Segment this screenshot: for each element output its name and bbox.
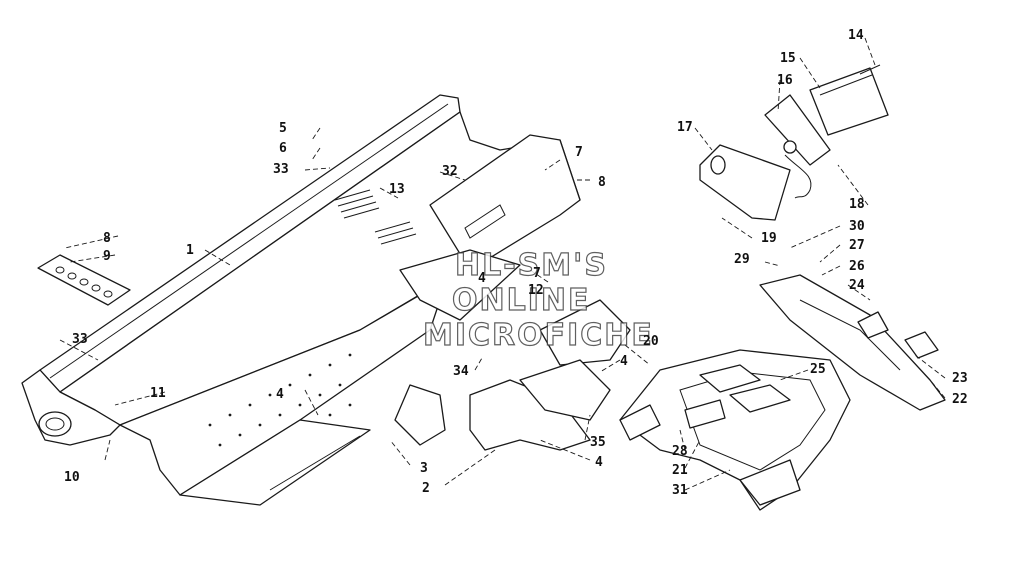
callout-21[interactable]: 21 xyxy=(672,463,688,478)
heat-shield-part xyxy=(37,254,131,306)
callout-1[interactable]: 1 xyxy=(186,243,194,258)
callout-25[interactable]: 25 xyxy=(810,362,826,377)
watermark: HL-SM'S ONLINE MICROFICHE xyxy=(422,247,654,353)
callout-13[interactable]: 13 xyxy=(389,182,405,197)
rear-bumper xyxy=(619,349,851,511)
callout-15[interactable]: 15 xyxy=(780,51,796,66)
callout-28[interactable]: 28 xyxy=(672,444,688,459)
callout-31[interactable]: 31 xyxy=(672,483,688,498)
tail-light-assembly xyxy=(699,64,889,221)
lower-brackets xyxy=(394,299,631,451)
callout-18[interactable]: 18 xyxy=(849,197,865,212)
callout-9[interactable]: 9 xyxy=(103,249,111,264)
callout-6[interactable]: 6 xyxy=(279,141,287,156)
callout-4[interactable]: 4 xyxy=(595,455,603,470)
callout-33[interactable]: 33 xyxy=(72,332,88,347)
callout-12[interactable]: 12 xyxy=(528,283,544,298)
callout-32[interactable]: 32 xyxy=(442,164,458,179)
callout-7[interactable]: 7 xyxy=(533,266,541,281)
callout-29[interactable]: 29 xyxy=(734,252,750,267)
callout-20[interactable]: 20 xyxy=(643,334,659,349)
callout-27[interactable]: 27 xyxy=(849,238,865,253)
callout-34[interactable]: 34 xyxy=(453,364,469,379)
leader-lines xyxy=(59,37,946,491)
callout-4[interactable]: 4 xyxy=(276,387,284,402)
callout-7[interactable]: 7 xyxy=(575,145,583,160)
callout-19[interactable]: 19 xyxy=(761,231,777,246)
callout-16[interactable]: 16 xyxy=(777,73,793,88)
callout-labels: 1 2 3 4 4 4 4 5 6 7 7 8 8 9 10 11 12 13 … xyxy=(64,28,968,498)
callout-24[interactable]: 24 xyxy=(849,278,865,293)
callout-26[interactable]: 26 xyxy=(849,259,865,274)
callout-17[interactable]: 17 xyxy=(677,120,693,135)
snow-flap xyxy=(759,274,946,411)
tunnel-vents xyxy=(334,189,417,245)
callout-10[interactable]: 10 xyxy=(64,470,80,485)
callout-2[interactable]: 2 xyxy=(422,481,430,496)
callout-4[interactable]: 4 xyxy=(478,271,486,286)
callout-4[interactable]: 4 xyxy=(620,354,628,369)
callout-11[interactable]: 11 xyxy=(150,386,166,401)
side-panel xyxy=(399,134,581,321)
callout-23[interactable]: 23 xyxy=(952,371,968,386)
watermark-line-1: HL-SM'S xyxy=(455,248,608,283)
callout-35[interactable]: 35 xyxy=(590,435,606,450)
callout-33[interactable]: 33 xyxy=(273,162,289,177)
callout-8[interactable]: 8 xyxy=(103,231,111,246)
callout-5[interactable]: 5 xyxy=(279,121,287,136)
callout-8[interactable]: 8 xyxy=(598,175,606,190)
watermark-line-2: ONLINE xyxy=(452,283,591,318)
callout-14[interactable]: 14 xyxy=(848,28,864,43)
callout-3[interactable]: 3 xyxy=(420,461,428,476)
callout-22[interactable]: 22 xyxy=(952,392,968,407)
watermark-line-3: MICROFICHE xyxy=(423,318,654,353)
callout-30[interactable]: 30 xyxy=(849,219,865,234)
